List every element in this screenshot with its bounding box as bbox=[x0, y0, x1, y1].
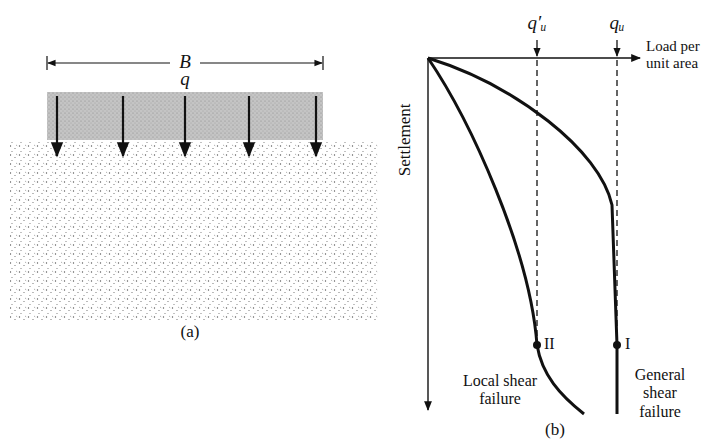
point-label: II bbox=[544, 335, 568, 353]
soil-mass bbox=[10, 140, 378, 320]
axis-title: Load per unit area bbox=[646, 38, 716, 73]
load-arrow bbox=[56, 96, 58, 156]
axis-value: q′ᵤ bbox=[520, 12, 554, 34]
axis-title: Settlement bbox=[395, 92, 415, 188]
curve-label: Local shear failure bbox=[454, 372, 546, 409]
load-arrow bbox=[315, 96, 317, 156]
load-arrow bbox=[122, 96, 124, 156]
axis-value: qᵤ bbox=[602, 12, 632, 34]
ultimate-load-markers bbox=[537, 40, 617, 343]
settlement-curves bbox=[428, 58, 617, 414]
load-arrows bbox=[57, 96, 316, 156]
load-symbol: q bbox=[172, 68, 198, 90]
curve-label: General shear failure bbox=[628, 366, 692, 421]
load-arrow bbox=[248, 96, 250, 156]
point-label: I bbox=[625, 335, 645, 353]
load-arrow bbox=[184, 96, 186, 156]
figure-label: (b) bbox=[530, 420, 580, 440]
figure-label: (a) bbox=[165, 322, 215, 342]
